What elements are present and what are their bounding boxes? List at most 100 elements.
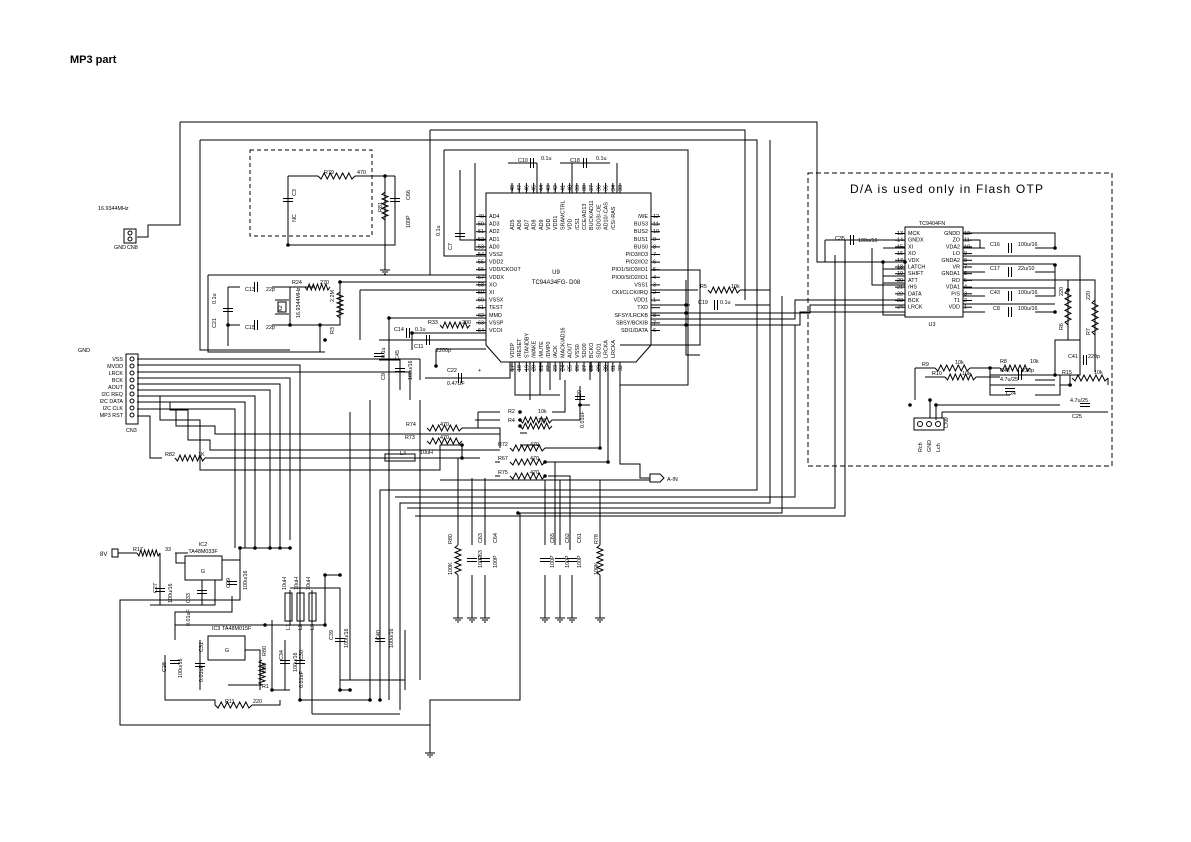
component-label: C45 (395, 350, 401, 360)
u3-pin-label: GNDA2 (941, 258, 960, 264)
u9-pin-number: 41 (560, 185, 566, 191)
u3-pin-label: LATCH (908, 265, 925, 271)
component-label: R78 (594, 534, 600, 544)
u9-pin-number: 39 (575, 185, 581, 191)
u9-pin-label: VDDX (489, 275, 504, 281)
page-title: MP3 part (70, 54, 117, 66)
cn9-pin-label: Rch (918, 442, 924, 452)
component-label: C20 (577, 390, 583, 400)
component-label: C40 (376, 630, 382, 640)
junction-dot (253, 546, 257, 550)
resistor-r79 (317, 171, 356, 181)
component-label: 220p (1088, 354, 1100, 360)
u9-pin-number: 1 (653, 298, 656, 304)
component-label: 4.7u/25 (1070, 398, 1088, 404)
cn3-pin-label: MVDD (107, 364, 123, 370)
component-label: 100u/16 (293, 653, 299, 673)
junction-dot (460, 456, 464, 460)
v8-port (111, 548, 119, 558)
resistor-r4 (519, 421, 553, 431)
u9-pin-number: 61 (478, 305, 484, 311)
component-label: 100u/16 (1018, 306, 1038, 312)
component-label: R1 (262, 684, 269, 690)
u9-pin-label: VDD1 (553, 216, 559, 230)
resistor-r80 (453, 544, 463, 576)
u9-pin-number: 22 (546, 365, 552, 371)
u9-pin-label: AD8 (532, 220, 538, 231)
u3-pin-label: XO (908, 251, 916, 257)
component-label: C9 (381, 373, 387, 380)
resistor-r10 (944, 372, 977, 382)
u9-pin-label: SDO0 (582, 343, 588, 358)
u3-pin-number: 18 (897, 265, 903, 271)
component-label: 0.01uF (580, 411, 586, 428)
component-label: C29 (226, 578, 232, 588)
u9-pin-number: 35 (604, 185, 610, 191)
u9-pin-number: 50 (478, 222, 484, 228)
u9-pin-label: MACK/AD16 (560, 327, 566, 358)
u9-pin-number: 19 (524, 365, 530, 371)
component-label: R17 (133, 547, 143, 553)
component-label: 100P (406, 215, 412, 228)
u9-pin-label: /MUTE (539, 341, 545, 358)
component-label: C28 (162, 662, 168, 672)
u9-pin-number: 27 (582, 365, 588, 371)
junction-dot (1053, 246, 1057, 250)
resistor-r78 (595, 544, 605, 576)
inductor-l4 (384, 453, 416, 462)
u3-pin-label: MCK (908, 231, 920, 237)
u3-pin-number: 23 (897, 298, 903, 304)
u9-pin-label: VSS1 (634, 282, 648, 288)
component-label: C35 (835, 236, 845, 242)
cn3-pin-label: MP3 RST (100, 413, 124, 419)
u9-pin-label: /CS/-RAS (611, 206, 617, 230)
component-label: 100P (478, 555, 484, 568)
u9-pin-number: 10 (653, 229, 659, 235)
component-label: 0.1u (436, 226, 442, 237)
component-label: C43 (990, 290, 1000, 296)
component-label: 0.1u (415, 327, 426, 333)
u3-pin-number: 16 (897, 251, 903, 257)
component-label: 0.01uF (199, 665, 205, 682)
resistor-r80b (257, 659, 267, 686)
u9-pin-label: SDI1/DATA (621, 328, 648, 334)
cn3-pin-label: I2C CLK (103, 406, 124, 412)
crystal-x2 (275, 299, 289, 315)
u9-pin-number: 29 (596, 365, 602, 371)
junction-dot (270, 688, 274, 692)
cn3-pin-label: AOUT (108, 385, 124, 391)
component-label: C30 (299, 650, 305, 660)
u9-pin-label: VCOI (489, 328, 502, 334)
cn3-pin (129, 412, 135, 418)
resistor-r81 (380, 191, 390, 221)
junction-dot (1053, 263, 1057, 267)
component-label: R7 (1086, 328, 1092, 335)
junction-dot (516, 511, 520, 515)
u9-pin-label: PIO1/SIO3/IO1 (612, 267, 648, 273)
svg-text:TA48M033F: TA48M033F (188, 549, 218, 555)
svg-text:GND: GND (114, 245, 126, 251)
resistor-r72 (509, 443, 546, 453)
u3-pin-number: 22 (897, 291, 903, 297)
u3-ref: U3 (929, 322, 936, 328)
u9-pin-label: AD1 (489, 237, 500, 243)
u9-pin-label: BUCK/AD11 (589, 200, 595, 230)
resistor-r9 (934, 363, 971, 373)
junction-dot (238, 546, 242, 550)
u9-ref: U9 (552, 270, 560, 276)
u3-pin-number: 2 (964, 298, 967, 304)
component-label: 220p (1022, 368, 1034, 374)
u9-pin-label: /ACK (553, 345, 559, 358)
capacitors (155, 158, 1090, 667)
cn3-pin-label: LRCK (109, 371, 124, 377)
cn9-pin-label: Lch (936, 443, 942, 452)
junction-dot (578, 403, 582, 407)
component-label: 470 (530, 470, 539, 476)
component-label: 100P (577, 555, 583, 568)
u9-pin-label: LRCKA (604, 340, 610, 358)
junction-dot (988, 366, 992, 370)
component-label: R6 (1059, 323, 1065, 330)
